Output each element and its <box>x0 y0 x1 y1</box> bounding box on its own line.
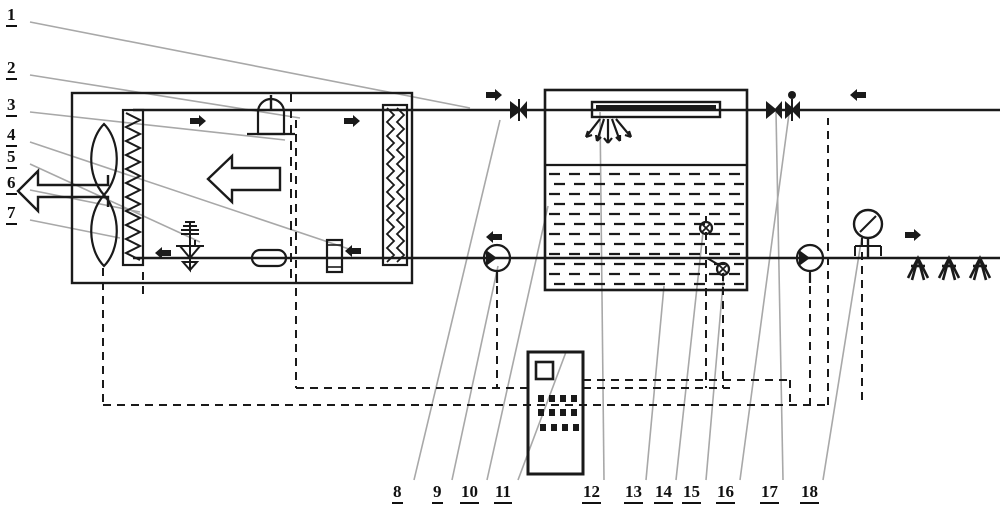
ref-label-17: 17 <box>760 483 779 504</box>
control-valve-right <box>785 91 800 121</box>
water-arrow-return <box>850 89 866 101</box>
refrigerant-arrow-top-2 <box>344 115 360 127</box>
ref-label-8: 8 <box>392 483 403 504</box>
receiver-cylinder <box>325 238 344 274</box>
water-fill-hatch <box>549 172 744 286</box>
water-arrow-pump-in <box>486 231 502 243</box>
refrigerant-arrow-top-1 <box>190 115 206 127</box>
ref-label-16: 16 <box>716 483 735 504</box>
expansion-valve <box>176 221 204 273</box>
ref-label-3: 3 <box>6 96 17 117</box>
ref-label-10: 10 <box>460 483 479 504</box>
ref-label-7: 7 <box>6 204 17 225</box>
ref-label-18: 18 <box>800 483 819 504</box>
water-arrow-top-mid <box>486 89 502 101</box>
refrigerant-pump <box>482 243 512 283</box>
pressure-gauge <box>852 208 884 258</box>
control-cabinet[interactable] <box>526 350 585 476</box>
ref-label-4: 4 <box>6 126 17 147</box>
evaporator-coil <box>121 108 145 267</box>
ref-label-9: 9 <box>432 483 443 504</box>
spray-nozzles <box>906 255 992 281</box>
water-tank <box>543 88 749 292</box>
fan-discharge-arrow <box>16 168 110 214</box>
cabinet-keypad <box>538 395 579 431</box>
water-arrow-supply <box>905 229 921 241</box>
cabinet-display <box>534 360 555 381</box>
refrigerant-arrow-bottom-2 <box>345 245 361 257</box>
ref-label-2: 2 <box>6 59 17 80</box>
control-wiring <box>102 118 863 406</box>
axial-fan <box>90 122 118 268</box>
check-valve-right <box>766 101 782 119</box>
ref-label-11: 11 <box>494 483 513 504</box>
ref-label-15: 15 <box>682 483 701 504</box>
level-sensor-low <box>706 257 731 277</box>
water-pump <box>795 243 825 283</box>
ref-label-6: 6 <box>6 174 17 195</box>
ref-label-1: 1 <box>6 6 17 27</box>
ref-label-14: 14 <box>654 483 673 504</box>
compressor <box>247 97 295 136</box>
level-sensor-high <box>698 216 714 236</box>
filter-drier <box>250 248 288 268</box>
piping <box>133 95 1000 260</box>
ref-label-12: 12 <box>582 483 601 504</box>
ref-label-5: 5 <box>6 148 17 169</box>
spray-header <box>584 100 722 144</box>
flow-arrows <box>155 89 921 259</box>
ref-label-13: 13 <box>624 483 643 504</box>
check-valve-left <box>510 99 527 121</box>
condenser-coil <box>381 103 409 267</box>
air-flow-arrow-left-big <box>206 153 282 205</box>
